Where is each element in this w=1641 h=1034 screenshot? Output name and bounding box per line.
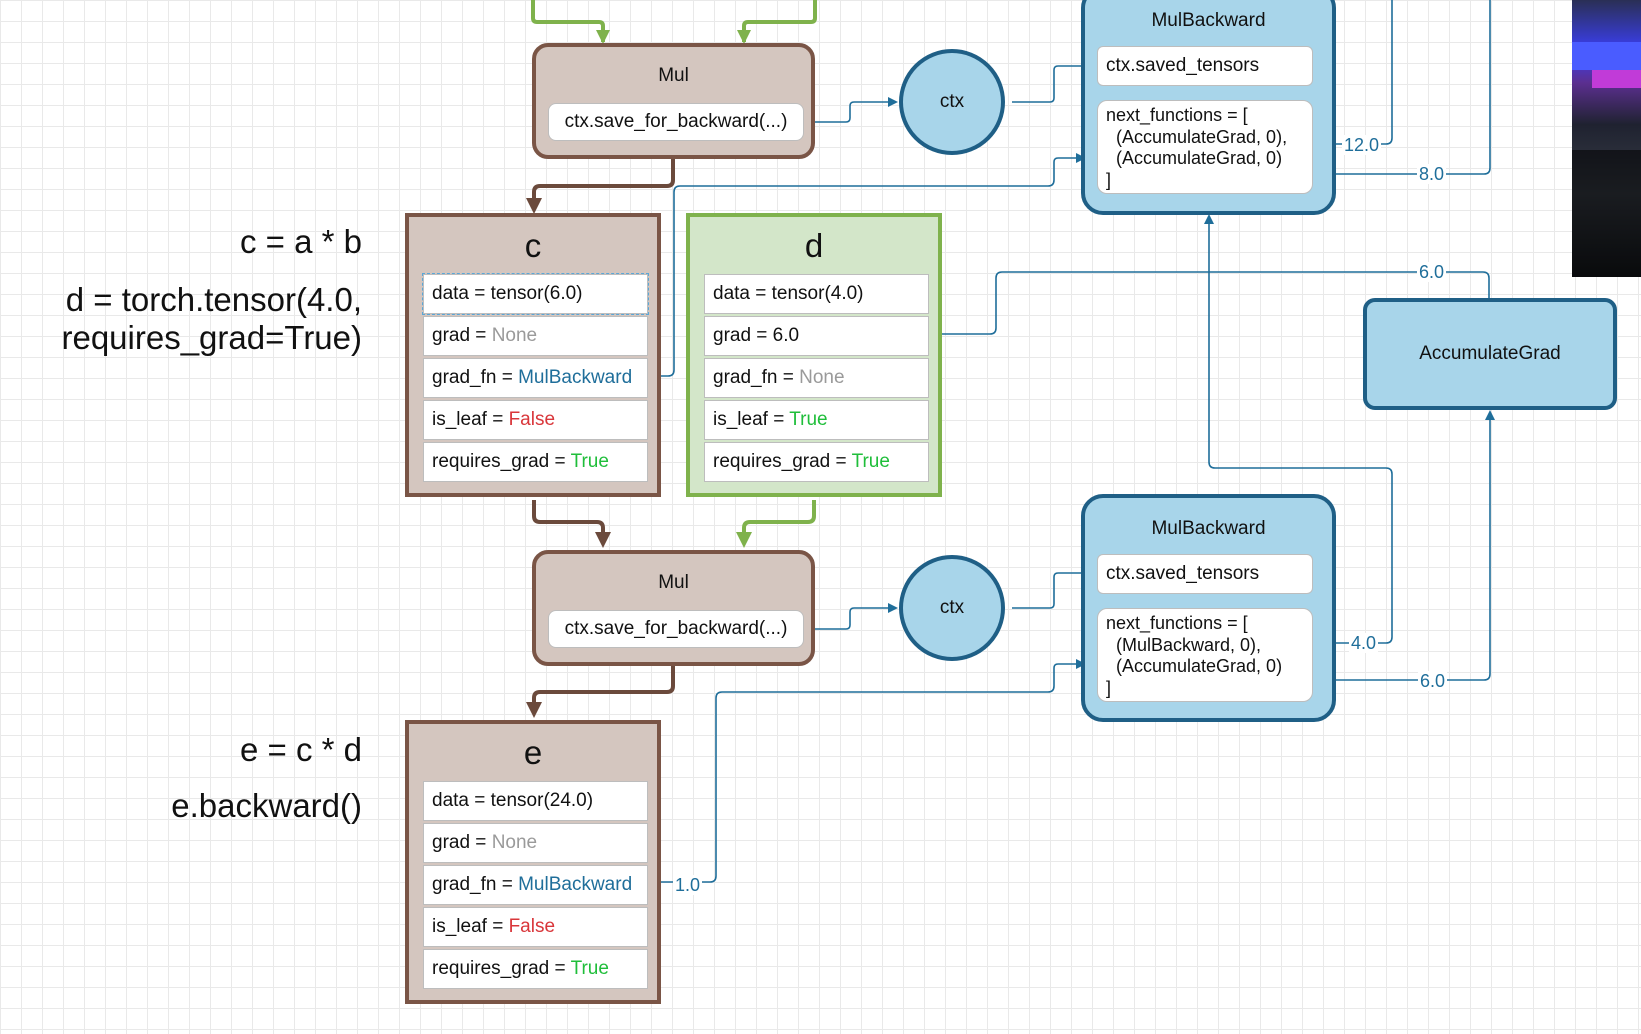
next-functions-field[interactable]: next_functions = [ (AccumulateGrad, 0), … (1097, 100, 1313, 194)
field-key: requires_grad = (713, 451, 852, 472)
field-value: None (491, 832, 538, 853)
field-value: True (570, 451, 609, 472)
edge-save-to-ctx-top (802, 101, 896, 123)
mul-op-title: Mul (658, 65, 689, 86)
tensor-title: d (804, 227, 824, 264)
tensor-requires-grad-field[interactable]: requires_grad = True (423, 949, 648, 989)
mul-op-title: Mul (658, 572, 689, 593)
tensor-is-leaf-field[interactable]: is_leaf = False (423, 400, 648, 440)
tensor-node-e[interactable]: e data = tensor(24.0) grad = None grad_f… (405, 720, 661, 1004)
edge-label-1: 1.0 (673, 875, 703, 895)
tensor-grad-fn-field[interactable]: grad_fn = MulBackward (423, 358, 648, 398)
field-key: grad_fn = (432, 367, 519, 388)
mulbackward-node-bottom[interactable]: MulBackward ctx.saved_tensors next_funct… (1081, 494, 1336, 722)
webcam-overlay (1572, 0, 1641, 277)
edge-label-4: 4.0 (1349, 633, 1379, 653)
mul-op-bottom[interactable]: Mul ctx.save_for_backward(...) (532, 550, 815, 666)
edge-label-bottom-6: 6.0 (1418, 671, 1448, 691)
edge-mul-to-c (532, 158, 675, 210)
field-value: False (508, 916, 556, 937)
field-key: grad_fn = (432, 874, 519, 895)
field-value: MulBackward (518, 874, 633, 895)
edge-e-gradfn-to-bw (660, 663, 1082, 883)
field-value: None (799, 367, 845, 388)
field-key: requires_grad = (432, 958, 571, 979)
ctx-node-bottom[interactable]: ctx (899, 555, 1005, 661)
edge-d-to-mul (742, 500, 816, 544)
webcam-light (1572, 42, 1641, 70)
edge-mul-to-e (532, 665, 675, 714)
code-c-assign: c = a * b (240, 223, 362, 260)
edge-ctx-to-saved-bottom (1012, 572, 1090, 609)
tensor-grad-field[interactable]: grad = None (423, 823, 648, 863)
saved-tensors-field[interactable]: ctx.saved_tensors (1097, 554, 1313, 594)
tensor-requires-grad-field[interactable]: requires_grad = True (704, 442, 929, 482)
tensor-grad-fn-field[interactable]: grad_fn = MulBackward (423, 865, 648, 905)
field-key: grad_fn = (713, 367, 800, 388)
edge-label-12: 12.0 (1342, 135, 1382, 155)
field-value: None (491, 325, 538, 346)
edge-ctx-to-saved-top (1012, 65, 1090, 103)
tensor-grad-field[interactable]: grad = None (423, 316, 648, 356)
field-key: is_leaf = (432, 916, 509, 937)
tensor-requires-grad-field[interactable]: requires_grad = True (423, 442, 648, 482)
field-value: True (789, 409, 828, 430)
field-key: is_leaf = (432, 409, 509, 430)
field-value: True (570, 958, 609, 979)
code-d-assign-line1: d = torch.tensor(4.0, (65, 281, 362, 318)
edge-label-acc-6: 6.0 (1417, 262, 1447, 282)
tensor-is-leaf-field[interactable]: is_leaf = False (423, 907, 648, 947)
field-key: grad = (432, 325, 492, 346)
save-for-backward-call[interactable]: ctx.save_for_backward(...) (548, 610, 804, 648)
edge-label-8: 8.0 (1417, 164, 1447, 184)
tensor-node-c[interactable]: c data = tensor(6.0) grad = None grad_fn… (405, 213, 661, 497)
tensor-data-field[interactable]: data = tensor(6.0) (422, 273, 649, 315)
mul-op-top[interactable]: Mul ctx.save_for_backward(...) (532, 43, 815, 159)
code-backward-call: e.backward() (171, 787, 362, 824)
field-key: is_leaf = (713, 409, 790, 430)
tensor-grad-field[interactable]: grad = 6.0 (704, 316, 929, 356)
mulbackward-node-top[interactable]: MulBackward ctx.saved_tensors next_funct… (1081, 0, 1336, 215)
tensor-grad-fn-field[interactable]: grad_fn = None (704, 358, 929, 398)
webcam-light (1592, 70, 1641, 88)
edge-b-to-mul (742, 0, 817, 42)
tensor-node-d[interactable]: d data = tensor(4.0) grad = 6.0 grad_fn … (686, 213, 942, 497)
code-d-assign-line2: requires_grad=True) (61, 319, 362, 356)
tensor-title: e (523, 734, 543, 771)
field-value: False (508, 409, 556, 430)
code-e-assign: e = c * d (240, 731, 362, 768)
field-key: requires_grad = (432, 451, 571, 472)
mulbackward-title: MulBackward (1151, 518, 1266, 539)
field-key: grad = (432, 832, 492, 853)
tensor-title: c (524, 227, 542, 264)
tensor-is-leaf-field[interactable]: is_leaf = True (704, 400, 929, 440)
accumulate-grad-node[interactable]: AccumulateGrad (1363, 298, 1617, 410)
ctx-node-top[interactable]: ctx (899, 49, 1005, 155)
tensor-data-field[interactable]: data = tensor(4.0) (704, 274, 929, 314)
next-functions-field[interactable]: next_functions = [ (MulBackward, 0), (Ac… (1097, 608, 1313, 702)
field-value: True (851, 451, 890, 472)
field-value: MulBackward (518, 367, 633, 388)
save-for-backward-call[interactable]: ctx.save_for_backward(...) (548, 103, 804, 141)
mulbackward-title: MulBackward (1151, 10, 1266, 31)
edge-a-to-mul (531, 0, 605, 42)
tensor-data-field[interactable]: data = tensor(24.0) (423, 781, 648, 821)
edge-save-to-ctx-bottom (802, 607, 896, 630)
webcam-shadow (1572, 150, 1641, 277)
edge-c-to-mul (532, 500, 605, 544)
saved-tensors-field[interactable]: ctx.saved_tensors (1097, 46, 1313, 86)
